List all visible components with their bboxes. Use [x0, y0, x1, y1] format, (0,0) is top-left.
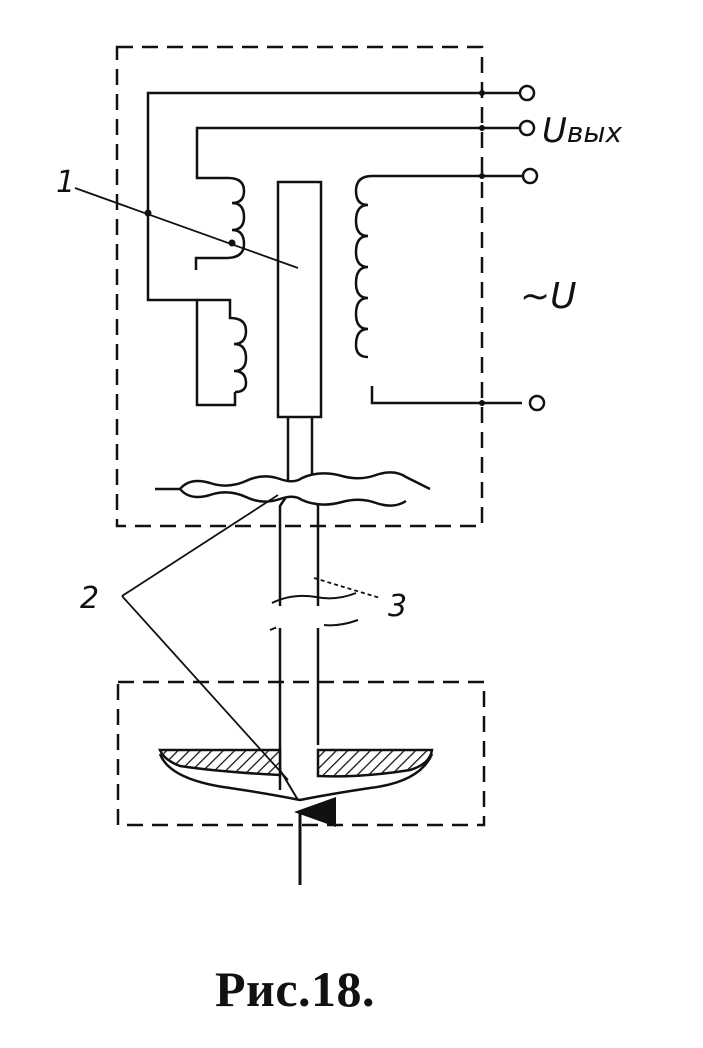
terminal-output-2[interactable]	[518, 119, 536, 137]
magnetic-core	[276, 180, 323, 419]
secondary-coil-lower	[196, 298, 248, 394]
terminal-supply-1[interactable]	[521, 167, 539, 185]
label-rod: 3	[388, 589, 407, 624]
label-supply: ~U	[520, 276, 577, 317]
terminals[interactable]	[518, 84, 546, 412]
label-output: Uвых	[542, 111, 623, 151]
transmission-rod	[269, 417, 359, 790]
wiring	[146, 91, 522, 407]
upper-membrane	[155, 471, 431, 507]
lower-housing	[116, 680, 486, 827]
lower-membrane-housing-left	[158, 748, 282, 777]
terminal-supply-2[interactable]	[528, 394, 546, 412]
secondary-coil-upper	[194, 176, 246, 270]
upper-housing	[115, 45, 484, 528]
leader-lines	[74, 187, 381, 781]
terminal-output-1[interactable]	[518, 84, 536, 102]
figure-caption: Рис.18.	[214, 961, 376, 1017]
label-membranes: 2	[80, 581, 99, 616]
label-core: 1	[56, 165, 75, 200]
primary-coil	[354, 174, 373, 359]
